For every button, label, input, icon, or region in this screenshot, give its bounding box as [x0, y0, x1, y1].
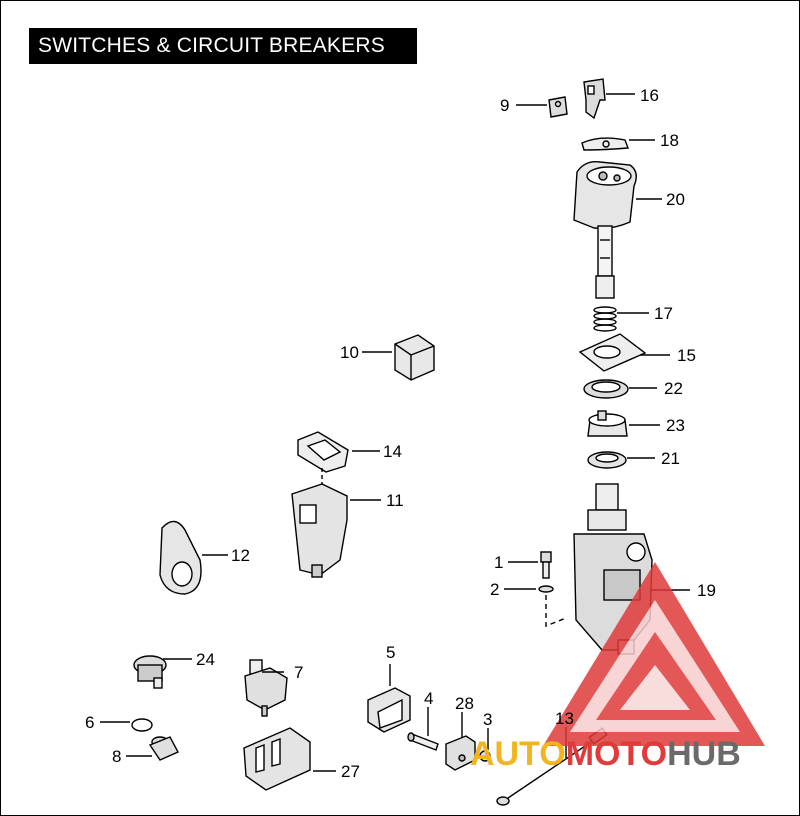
callout-19: 19 — [697, 581, 716, 600]
callout-8: 8 — [112, 747, 121, 766]
part-20-ignition-cover — [573, 161, 637, 299]
callout-5: 5 — [386, 643, 395, 662]
part-4-bolt — [407, 732, 439, 751]
part-1-screw — [540, 551, 552, 579]
callout-6: 6 — [85, 713, 94, 732]
callout-28: 28 — [455, 694, 474, 713]
part-16-key — [583, 78, 606, 120]
callout-20: 20 — [666, 190, 685, 209]
watermark-part-hub: HUB — [667, 735, 741, 773]
part-23-collar — [587, 410, 628, 437]
callout-24: 24 — [196, 650, 215, 669]
callout-1: 1 — [494, 553, 503, 572]
part-14-cover — [297, 431, 349, 473]
watermark-logo — [543, 562, 765, 746]
part-8-sensor — [148, 736, 179, 761]
callout-13: 13 — [555, 709, 574, 728]
part-18-plate — [581, 137, 629, 151]
part-2-washer — [538, 585, 554, 593]
callout-3: 3 — [483, 710, 492, 729]
part-21-ring — [587, 451, 627, 469]
page-title: SWITCHES & CIRCUIT BREAKERS — [29, 28, 417, 64]
callout-23: 23 — [666, 416, 685, 435]
watermark-part-auto: AUTO — [470, 735, 566, 773]
watermark-text: AUTOMOTOHUB — [470, 735, 741, 773]
part-10-relay — [394, 334, 435, 381]
callout-21: 21 — [661, 449, 680, 468]
part-28-circuit-breaker — [445, 735, 476, 771]
callout-4: 4 — [424, 689, 433, 708]
part-24-switch — [133, 655, 167, 689]
part-7-relay — [244, 659, 288, 717]
callout-22: 22 — [664, 379, 683, 398]
callout-14: 14 — [383, 442, 402, 461]
callout-7: 7 — [294, 663, 303, 682]
part-5-bracket — [367, 687, 411, 733]
part-9-key — [548, 96, 568, 118]
part-12-cap — [159, 520, 202, 595]
part-11-fuse-holder — [291, 483, 348, 578]
part-3-nut — [479, 750, 491, 762]
callout-10: 10 — [340, 343, 359, 362]
callout-9: 9 — [500, 96, 509, 115]
callout-27: 27 — [341, 762, 360, 781]
callout-11: 11 — [386, 491, 404, 510]
part-6-o-ring — [131, 718, 153, 732]
watermark-part-moto: MOTO — [566, 735, 667, 773]
callout-2: 2 — [490, 580, 499, 599]
callout-16: 16 — [640, 86, 659, 105]
part-15-mounting-plate — [578, 333, 647, 372]
part-22-ring — [583, 379, 629, 399]
callout-15: 15 — [677, 346, 696, 365]
part-27-fuse-block — [243, 727, 311, 791]
callout-17: 17 — [654, 304, 673, 323]
part-17-spring — [593, 306, 617, 332]
callout-12: 12 — [231, 546, 250, 565]
callout-18: 18 — [660, 131, 679, 150]
